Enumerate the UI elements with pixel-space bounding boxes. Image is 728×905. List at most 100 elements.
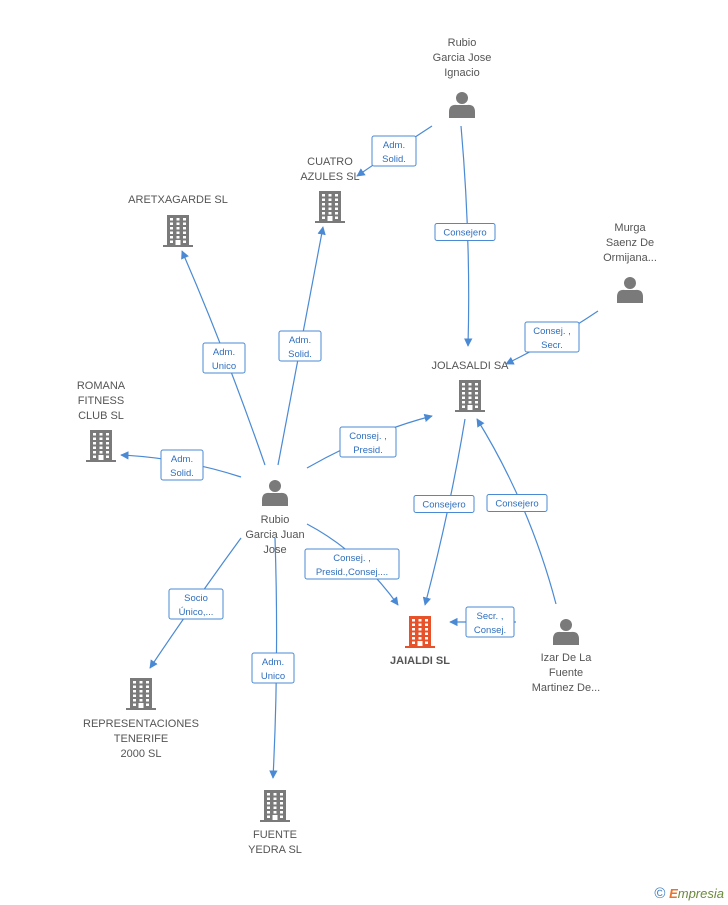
building-icon: [163, 215, 193, 247]
edge-label-text: Adm.: [262, 657, 284, 668]
edge-label-box[interactable]: [160, 449, 204, 481]
edge-label-text: Consej.: [474, 625, 506, 636]
edge-label-text: Solid.: [170, 468, 194, 479]
edge-label-box[interactable]: [486, 494, 548, 512]
edge-label-text: Adm.: [383, 140, 405, 151]
edge-label-box[interactable]: [278, 330, 322, 362]
building-icon: [405, 616, 435, 648]
edge-izar-to-jaialdi: Secr. , Consej.: [449, 606, 516, 638]
node-label: ARETXAGARDE SL: [128, 194, 228, 206]
node-label: Ignacio: [444, 67, 479, 79]
node-label: Garcia Juan: [245, 529, 304, 541]
edge-label-box[interactable]: [251, 652, 295, 684]
node-label: CUATRO: [307, 156, 353, 168]
node-label: Izar De La: [541, 652, 593, 664]
edge-rubio_juan-to-jolasaldi: Consej. , Presid.: [306, 413, 433, 469]
edge-label-box[interactable]: [465, 606, 515, 638]
node-representaciones[interactable]: REPRESENTACIONES TENERIFE 2000 SL: [83, 678, 199, 760]
edge-label-text: Unico: [261, 671, 285, 682]
edge-label-text: Consejero: [443, 228, 486, 239]
edge-label-text: Solid.: [288, 349, 312, 360]
edge-label-box[interactable]: [304, 548, 400, 580]
edge-rubio_ignacio-to-jolasaldi: Consejero: [434, 125, 496, 347]
node-label: AZULES SL: [300, 171, 359, 183]
brand-rest: mpresia: [677, 886, 724, 901]
edge-label-text: Consej. ,: [533, 326, 571, 337]
copyright-footer: © Empresia: [654, 885, 724, 902]
building-icon: [260, 790, 290, 822]
edge-label-box[interactable]: [434, 223, 496, 241]
node-label: Rubio: [261, 514, 290, 526]
edge-jolasaldi-to-jaialdi: Consejero: [413, 418, 475, 606]
node-label: Garcia Jose: [433, 52, 492, 64]
node-label: 2000 SL: [121, 748, 162, 760]
edge-label-text: Secr. ,: [477, 611, 504, 622]
brand-name[interactable]: Empresia: [669, 886, 724, 901]
edge-rubio_juan-to-jaialdi: Consej. , Presid.,Consej....: [304, 523, 400, 606]
node-romana[interactable]: ROMANA FITNESS CLUB SL: [77, 380, 126, 462]
edge-rubio_juan-to-aretxagarde: Adm. Unico: [181, 250, 266, 466]
building-icon: [315, 191, 345, 223]
edge-label-text: Solid.: [382, 154, 406, 165]
edge-label-text: Socio: [184, 593, 208, 604]
edge-label-text: Presid.,Consej....: [316, 567, 388, 578]
person-icon: [553, 619, 579, 645]
node-label: Fuente: [549, 667, 583, 679]
node-label: REPRESENTACIONES: [83, 718, 199, 730]
edge-label-box[interactable]: [202, 342, 246, 374]
edge-label-text: Presid.: [353, 445, 383, 456]
node-label: ROMANA: [77, 380, 126, 392]
edge-label-text: Adm.: [213, 347, 235, 358]
copyright-symbol: ©: [654, 885, 666, 902]
node-label: TENERIFE: [114, 733, 168, 745]
edge-rubio_juan-to-cuatro: Adm. Solid.: [277, 226, 326, 466]
building-icon: [126, 678, 156, 710]
edge-label-box[interactable]: [339, 426, 397, 458]
node-jolasaldi[interactable]: JOLASALDI SA: [431, 360, 509, 412]
edge-label-text: Consejero: [422, 500, 465, 511]
edge-label-box[interactable]: [168, 588, 224, 620]
node-label: Martinez De...: [532, 682, 600, 694]
node-label: YEDRA SL: [248, 844, 302, 856]
edge-label-text: Consejero: [495, 499, 538, 510]
person-icon: [262, 480, 288, 506]
node-label: Rubio: [448, 37, 477, 49]
node-label: CLUB SL: [78, 410, 124, 422]
edge-label-text: Único,...: [179, 607, 214, 618]
node-label: Jose: [263, 544, 286, 556]
node-label: FUENTE: [253, 829, 297, 841]
edge-label-text: Adm.: [171, 454, 193, 465]
edge-label-text: Consej. ,: [349, 431, 387, 442]
person-icon: [617, 277, 643, 303]
node-fuente[interactable]: FUENTE YEDRA SL: [248, 790, 302, 856]
edge-label-box[interactable]: [413, 495, 475, 513]
edge-izar-to-jolasaldi: Consejero: [476, 418, 557, 605]
edge-rubio_juan-to-representaciones: SocioÚnico,...: [149, 537, 242, 669]
building-icon: [86, 430, 116, 462]
edge-label-box[interactable]: [524, 321, 580, 353]
node-label: JOLASALDI SA: [431, 360, 509, 372]
edge-label-text: Secr.: [541, 340, 563, 351]
node-aretxagarde[interactable]: ARETXAGARDE SL: [128, 194, 228, 247]
edge-label-box[interactable]: [371, 135, 417, 167]
node-label: Saenz De: [606, 237, 654, 249]
node-label: Murga: [614, 222, 646, 234]
node-label: JAIALDI SL: [390, 655, 450, 667]
edge-label-text: Consej. ,: [333, 553, 371, 564]
edge-murga-to-jolasaldi: Consej. , Secr.: [505, 310, 599, 365]
edge-rubio_juan-to-fuente: Adm. Unico: [251, 537, 295, 779]
edge-label-text: Adm.: [289, 335, 311, 346]
node-label: Ormijana...: [603, 252, 657, 264]
edge-rubio_juan-to-romana: Adm. Solid.: [120, 449, 242, 481]
node-label: FITNESS: [78, 395, 124, 407]
node-cuatro[interactable]: CUATRO AZULES SL: [300, 156, 360, 223]
edge-label-text: Unico: [212, 361, 236, 372]
node-jaialdi[interactable]: JAIALDI SL: [390, 616, 450, 667]
